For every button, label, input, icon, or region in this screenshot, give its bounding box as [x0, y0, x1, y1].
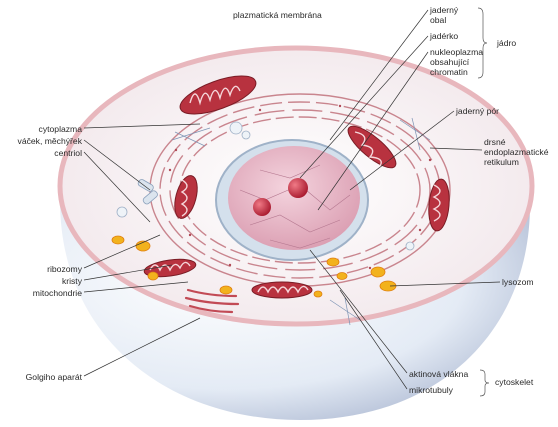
label-mitochondria: mitochondrie [33, 288, 82, 298]
label-nucleus-group: jádro [497, 38, 516, 48]
cytoskeleton-brace [480, 370, 489, 396]
label-ribosomes: ribozomy [47, 264, 82, 274]
label-cytoplasm: cytoplazma [39, 124, 82, 134]
label-plasma-membrane: plazmatická membrána [233, 10, 322, 20]
label-lysosome: lysozom [502, 277, 534, 287]
label-nuclear-envelope-2: obal [430, 15, 446, 25]
nucleus-brace [478, 8, 487, 78]
label-golgi: Golgiho aparát [26, 372, 82, 382]
nucleolus-2 [253, 198, 271, 216]
label-rough-er-2: endoplazmatické [484, 147, 549, 157]
label-rough-er-1: drsné [484, 137, 506, 147]
label-nucleolus: jadérko [430, 31, 458, 41]
label-nucleoplasm-2: obsahující [430, 57, 469, 67]
label-nucleoplasm-3: chromatin [430, 67, 468, 77]
label-nuclear-pore: jaderný pór [456, 106, 499, 116]
label-cytoskeleton-group: cytoskelet [495, 377, 533, 387]
label-microtubules: mikrotubuly [409, 385, 453, 395]
label-cristae: kristy [62, 276, 82, 286]
nucleolus-1 [288, 178, 308, 198]
label-nuclear-envelope-1: jaderný [430, 5, 458, 15]
label-nucleoplasm-1: nukleoplazma [430, 47, 483, 57]
label-actin: aktinová vlákna [409, 369, 468, 379]
label-rough-er-3: retikulum [484, 157, 519, 167]
nucleus [216, 140, 368, 260]
label-vesicle: váček, měchýřek [18, 136, 82, 146]
label-centriole: centriol [54, 148, 82, 158]
